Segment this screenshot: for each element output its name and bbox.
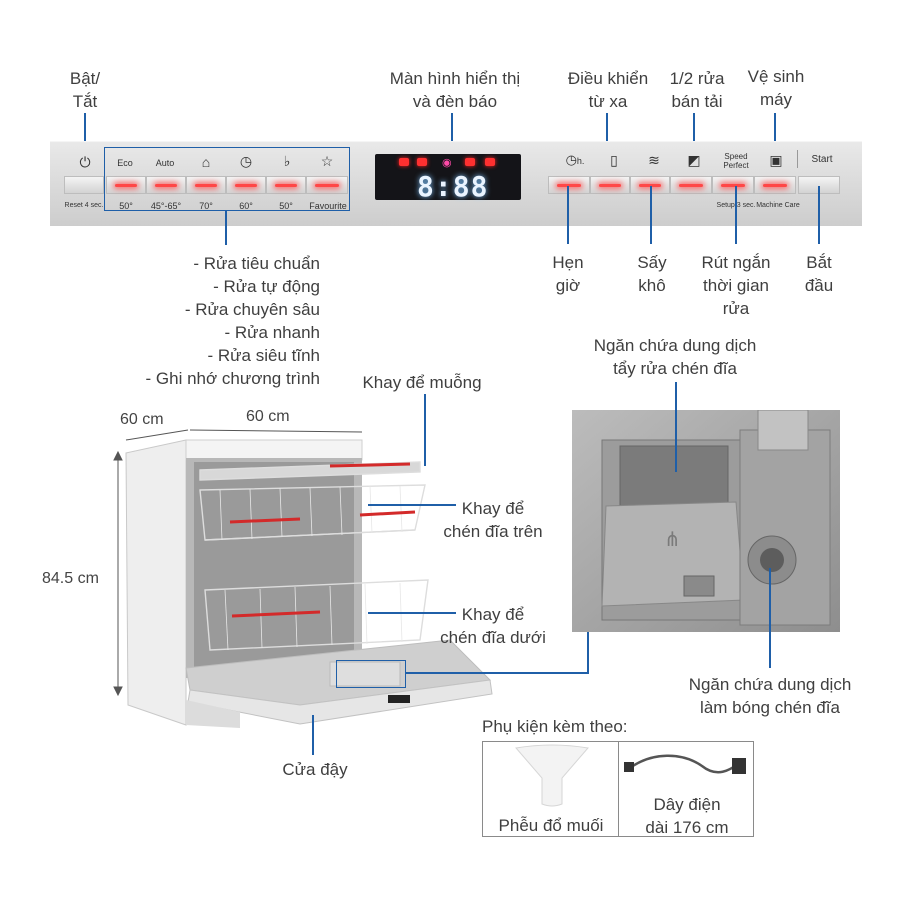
leader-remote <box>606 113 608 158</box>
favourite-icon: ☆ <box>320 153 334 169</box>
remote-button[interactable] <box>590 176 630 194</box>
temp-auto: 45°-65° <box>150 201 182 211</box>
program-favourite-button[interactable] <box>306 176 348 194</box>
power-cable-icon <box>624 754 746 774</box>
speed-perfect-button[interactable] <box>712 176 754 194</box>
leader-lower-rack <box>368 612 456 614</box>
temp-eco: 50° <box>119 201 133 211</box>
leader-upper-rack <box>368 504 456 506</box>
leader-half-load <box>693 113 695 158</box>
svg-text:⋔: ⋔ <box>664 527 681 551</box>
leader-speed <box>735 186 737 244</box>
power-button[interactable] <box>64 176 104 194</box>
leader-display <box>451 113 453 157</box>
dry-icon: ≋ <box>648 152 660 168</box>
program-eco-button[interactable] <box>106 176 146 194</box>
start-text: Start <box>811 154 833 165</box>
timer-icon: ◷h. <box>565 152 585 167</box>
dispenser-highlight <box>336 660 406 688</box>
display-screen: ◉ 8:88 <box>375 154 521 203</box>
leader-timer <box>567 186 569 244</box>
control-panel: ⏻ Reset 4 sec. Eco Auto ⌂ ◷ ♭ ☆ 50° 45°-… <box>50 141 862 226</box>
machine-care-button[interactable] <box>754 176 796 194</box>
leader-programs <box>225 211 227 245</box>
program-auto-button[interactable] <box>146 176 186 194</box>
dispenser-photo: ⋔ <box>572 410 840 632</box>
accessories-title: Phụ kiện kèm theo: <box>482 717 628 736</box>
program-auto-label: Auto <box>155 158 175 168</box>
half-load-icon: ◩ <box>687 152 701 168</box>
indicator-4 <box>485 158 495 166</box>
program-silence-button[interactable] <box>266 176 306 194</box>
funnel-icon <box>515 744 589 807</box>
leader-dispenser-h <box>406 672 588 674</box>
program-intensive-button[interactable] <box>186 176 226 194</box>
label-cutlery-tray: Khay để muỗng <box>362 373 482 392</box>
indicator-2 <box>417 158 427 166</box>
label-programs: - Rửa tiêu chuẩn - Rửa tự động - Rửa chu… <box>145 254 320 388</box>
indicator-3 <box>465 158 475 166</box>
reset-text: Reset 4 sec. <box>64 202 104 209</box>
program-quick-button[interactable] <box>226 176 266 194</box>
machine-care-text: Machine Care <box>756 202 800 209</box>
leader-machine-care <box>774 113 776 158</box>
leader-dispenser-v <box>587 632 589 674</box>
machine-care-icon: ▣ <box>769 152 783 168</box>
intensive-icon: ⌂ <box>201 154 211 170</box>
accessories-divider <box>618 741 619 837</box>
leader-rinse-aid <box>769 568 771 668</box>
wifi-icon: ◉ <box>442 157 452 169</box>
leader-detergent <box>675 382 677 472</box>
label-funnel: Phễu đổ muối <box>498 816 604 835</box>
label-power: Bật/Tắt <box>69 69 101 111</box>
leader-door <box>312 715 314 755</box>
temp-intensive: 70° <box>199 201 213 211</box>
quick-icon: ◷ <box>239 153 253 169</box>
indicator-1 <box>399 158 409 166</box>
leader-cutlery <box>424 394 426 466</box>
dim-depth: 60 cm <box>120 411 164 428</box>
temp-quick: 60° <box>239 201 253 211</box>
leader-start <box>818 186 820 244</box>
program-eco-label: Eco <box>117 158 133 168</box>
leader-dry <box>650 186 652 244</box>
silence-icon: ♭ <box>283 153 291 169</box>
temp-silence: 50° <box>279 201 293 211</box>
remote-icon: ▯ <box>610 152 618 168</box>
half-load-button[interactable] <box>670 176 712 194</box>
panel-divider <box>797 150 798 168</box>
temp-favourite: Favourite <box>309 201 347 211</box>
timer-button[interactable] <box>548 176 590 194</box>
dim-height: 84.5 cm <box>42 570 99 587</box>
dim-width: 60 cm <box>246 408 290 425</box>
label-door: Cửa đậy <box>282 760 348 779</box>
program-group-box <box>104 147 350 211</box>
display-digits: 8:88 <box>417 170 489 203</box>
power-icon: ⏻ <box>79 154 91 170</box>
